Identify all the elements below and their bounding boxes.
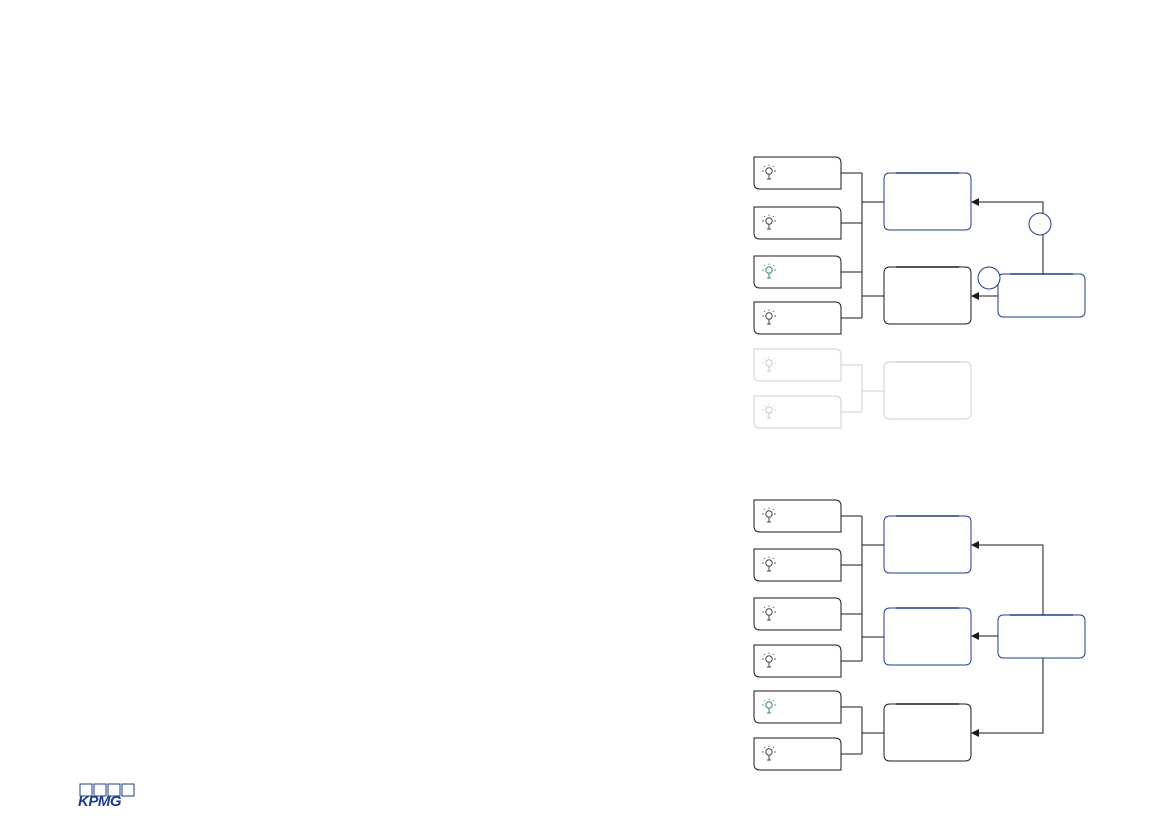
source-box [753, 597, 842, 631]
source-box [753, 255, 842, 289]
arrow-line [971, 658, 1044, 737]
hub-box [883, 172, 972, 231]
source-box [753, 301, 842, 335]
hub-box [883, 703, 972, 762]
source-box [753, 348, 842, 382]
controller-box-shape [997, 614, 1086, 659]
source-box [753, 156, 842, 190]
lightbulb-icon [762, 556, 776, 572]
lightbulb-icon [762, 745, 776, 761]
step-marker [1028, 212, 1052, 236]
hub-box-shape [883, 172, 972, 231]
hub-box-shape [883, 515, 972, 574]
hub-box [883, 361, 972, 420]
source-box-shape [753, 348, 842, 382]
hub-box-shape [883, 703, 972, 762]
source-box-shape [753, 156, 842, 190]
source-box-shape [753, 301, 842, 335]
source-box-shape [753, 737, 842, 771]
arrow-line [971, 541, 1044, 615]
lightbulb-icon [762, 309, 776, 325]
source-box-shape [753, 597, 842, 631]
hub-box-shape [883, 607, 972, 666]
controller-box-shape [997, 273, 1086, 318]
hub-box-shape [883, 361, 972, 420]
hub-box [883, 607, 972, 666]
source-box [753, 690, 842, 724]
top-section [753, 156, 1086, 429]
lightbulb-icon [762, 507, 776, 523]
hub-box [883, 266, 972, 325]
logo-text: KPMG [78, 793, 122, 810]
source-box [753, 395, 842, 429]
controller-box [997, 273, 1086, 318]
source-box-shape [753, 548, 842, 582]
lightbulb-icon [762, 263, 776, 279]
bottom-section [753, 499, 1086, 771]
arrow-line [971, 198, 1044, 274]
source-box-shape [753, 644, 842, 678]
lightbulb-icon [762, 164, 776, 180]
lightbulb-icon [762, 652, 776, 668]
source-box [753, 737, 842, 771]
source-box [753, 548, 842, 582]
source-box-shape [753, 395, 842, 429]
lightbulb-icon [762, 356, 776, 372]
hub-box-shape [883, 266, 972, 325]
lightbulb-icon [762, 605, 776, 621]
step-marker [977, 266, 1001, 290]
source-box [753, 206, 842, 240]
hub-box [883, 515, 972, 574]
lightbulb-icon [762, 698, 776, 714]
source-box-shape [753, 690, 842, 724]
source-box [753, 644, 842, 678]
lightbulb-icon [762, 214, 776, 230]
source-box-shape [753, 206, 842, 240]
source-box [753, 499, 842, 533]
source-box-shape [753, 499, 842, 533]
lightbulb-icon [762, 403, 776, 419]
logo-boxes-icon [79, 783, 135, 797]
controller-box [997, 614, 1086, 659]
source-box-shape [753, 255, 842, 289]
kpmg-logo: KPMG [78, 783, 136, 813]
